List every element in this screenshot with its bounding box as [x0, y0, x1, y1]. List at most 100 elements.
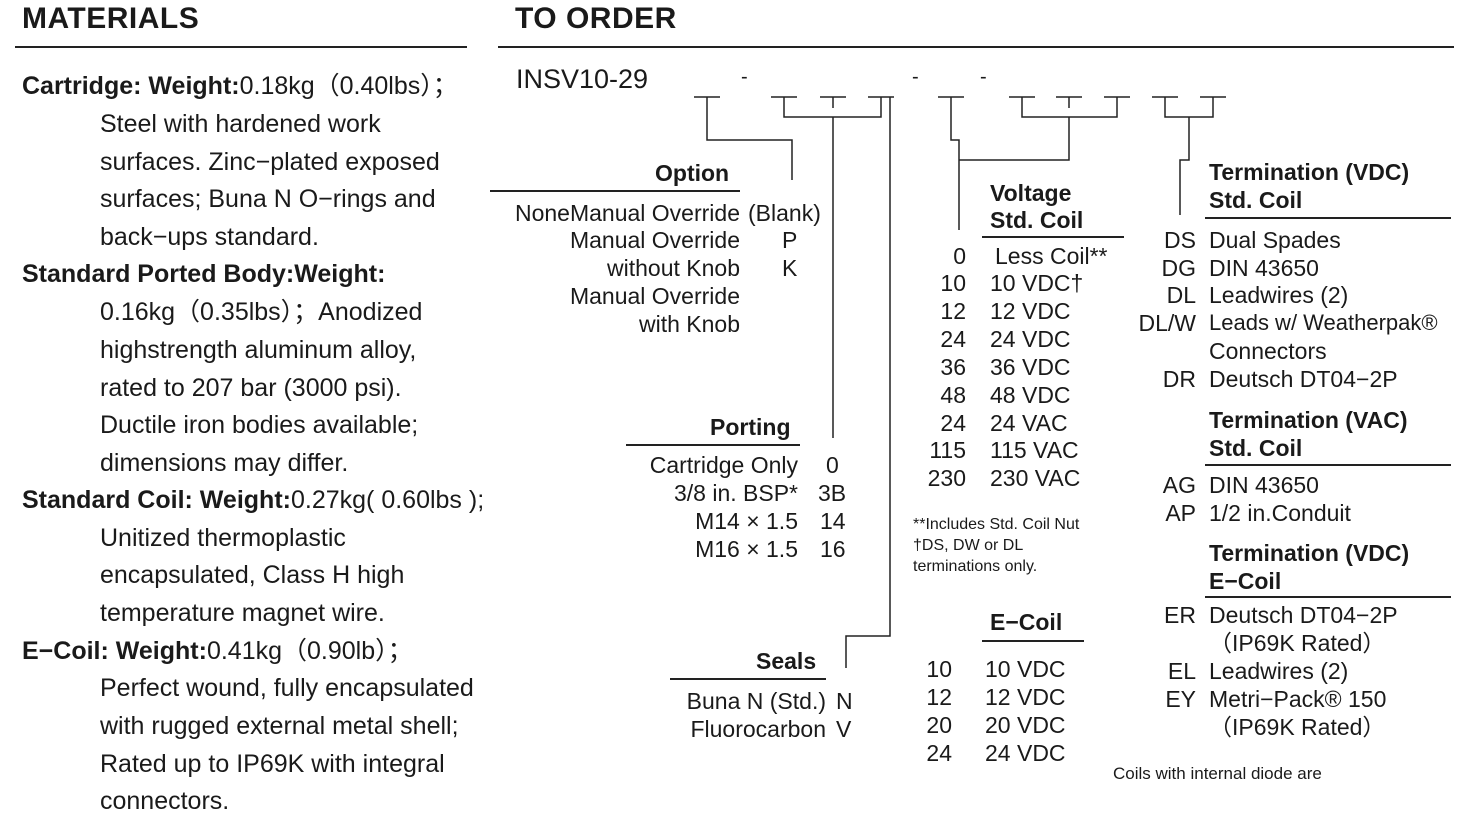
voltage-row-9-label: 230 VAC — [990, 465, 1081, 491]
voltage-row-7-code: 24 — [940, 410, 966, 436]
porting-row-2-code: 3B — [818, 480, 847, 506]
ecoil-line-2: with rugged external metal shell; — [100, 712, 459, 740]
porting-row-3-label: M14 × 1.5 — [695, 508, 798, 534]
term-vdc-ecoil-row-4-label: Metri−Pack® 150 — [1209, 686, 1387, 712]
voltage-row-5-label: 36 VDC — [990, 354, 1071, 380]
body-line-3: rated to 207 bar (3000 psi). — [100, 374, 402, 402]
term-vac-std-row-1-code: AG — [1162, 472, 1196, 498]
ecoil-row-3-label: 20 VDC — [985, 712, 1066, 738]
body-label: Standard Ported Body:Weight: — [22, 260, 386, 288]
option-rule — [490, 190, 740, 192]
term-vdc-ecoil-row-1-label: Deutsch DT04−2P — [1209, 602, 1398, 628]
voltage-row-1-label: Less Coil** — [995, 243, 1108, 269]
voltage-row-3-label: 12 VDC — [990, 298, 1071, 324]
term-vdc-ecoil-subtitle: E−Coil — [1209, 568, 1282, 594]
porting-title: Porting — [710, 414, 791, 440]
term-vdc-std-row-5-label: Connectors — [1209, 338, 1327, 364]
term-vdc-std-title: Termination (VDC) — [1209, 159, 1410, 185]
to-order-heading: TO ORDER — [515, 2, 677, 35]
term-vdc-ecoil-row-1-code: ER — [1164, 602, 1196, 628]
footer-note: Coils with internal diode are — [1113, 764, 1322, 783]
separator-dash-1: - — [741, 66, 748, 88]
option-row-2-label: Manual Override — [569, 227, 740, 253]
ecoil-row-4-code: 24 — [926, 740, 952, 766]
porting-row-3-code: 14 — [820, 508, 846, 534]
ecoil-row-2-label: 12 VDC — [985, 684, 1066, 710]
ecoil-row-1-label: 10 VDC — [985, 656, 1066, 682]
seals-row-2-code: V — [836, 716, 852, 742]
voltage-title: Voltage — [990, 180, 1072, 206]
voltage-row-9-code: 230 — [927, 465, 966, 491]
cartridge-line-3: surfaces; Buna N O−rings and — [100, 185, 436, 213]
term-vdc-std-row-2-code: DG — [1161, 255, 1197, 281]
term-vdc-std-row-6-label: Deutsch DT04−2P — [1209, 366, 1398, 392]
option-row-3-code: K — [782, 255, 798, 281]
option-row-1-label: NoneManual Override — [514, 200, 740, 226]
ecoil-label: E−Coil: Weight: — [22, 637, 207, 665]
option-title: Option — [655, 160, 730, 186]
porting-row-4-code: 16 — [820, 536, 846, 562]
porting-row-4-label: M16 × 1.5 — [695, 536, 798, 562]
cartridge-weight: 0.18kg（0.40lbs）； — [239, 72, 458, 100]
option-row-1-code: (Blank) — [748, 200, 821, 226]
ecoil-line-1: Perfect wound, fully encapsulated — [100, 674, 474, 702]
cartridge-line-4: back−ups standard. — [100, 223, 319, 251]
body-line-2: highstrength aluminum alloy, — [100, 336, 417, 364]
term-vdc-std-row-6-code: DR — [1162, 366, 1196, 392]
coil-line-3: temperature magnet wire. — [100, 599, 385, 627]
term-vdc-ecoil-row-3-code: EL — [1167, 658, 1196, 684]
separator-dash-2: - — [912, 66, 919, 88]
option-row-3-label: without Knob — [607, 255, 740, 281]
materials-divider — [15, 46, 467, 48]
voltage-note-3: terminations only. — [913, 558, 1038, 575]
voltage-row-4-label: 24 VDC — [990, 326, 1071, 352]
term-vdc-ecoil-row-2-label: （IP69K Rated） — [1209, 630, 1386, 656]
coil-line-1: Unitized thermoplastic — [100, 524, 346, 552]
term-vdc-std-row-1-code: DS — [1164, 227, 1196, 253]
cartridge-header: Cartridge: Weight:0.18kg（0.40lbs）； — [22, 67, 458, 105]
porting-rule — [626, 444, 800, 446]
term-vdc-std-row-1-label: Dual Spades — [1209, 227, 1341, 253]
coil-weight: 0.27kg( 0.60lbs ); — [290, 486, 485, 514]
ecoil-header: E−Coil: Weight:0.41kg（0.90lb）； — [22, 632, 413, 670]
porting-row-1-label: Cartridge Only — [649, 452, 798, 478]
coil-label: Standard Coil: Weight: — [22, 486, 291, 514]
coil-line-2: encapsulated, Class H high — [100, 561, 405, 589]
separator-dash-3: - — [980, 66, 987, 88]
term-vac-std-row-2-label: 1/2 in.Conduit — [1209, 500, 1351, 526]
ecoil-line-3: Rated up to IP69K with integral — [100, 750, 445, 778]
voltage-row-6-label: 48 VDC — [990, 382, 1071, 408]
model-code: INSV10-29 — [516, 64, 649, 94]
voltage-row-2-code: 10 — [940, 270, 966, 296]
term-vdc-std-row-2-label: DIN 43650 — [1209, 255, 1319, 281]
seals-row-2-label: Fluorocarbon — [690, 716, 826, 742]
voltage-row-3-code: 12 — [940, 298, 966, 324]
to-order-divider — [498, 46, 1454, 48]
term-vdc-std-row-4-label: Leads w/ Weatherpak® — [1209, 310, 1438, 335]
materials-heading: MATERIALS — [22, 2, 200, 35]
term-vdc-ecoil-row-5-label: （IP69K Rated） — [1209, 714, 1386, 740]
ecoil-weight: 0.41kg（0.90lb）； — [206, 637, 413, 665]
term-vac-std-row-2-code: AP — [1165, 500, 1196, 526]
ecoil-line-4: connectors. — [100, 787, 230, 815]
porting-row-1-code: 0 — [826, 452, 839, 478]
ecoil-row-3-code: 20 — [926, 712, 952, 738]
seals-rule — [670, 678, 826, 680]
option-row-4-label: Manual Override — [569, 283, 740, 309]
term-vdc-ecoil-title: Termination (VDC) — [1209, 540, 1410, 566]
body-line-4: Ductile iron bodies available; — [100, 411, 419, 439]
term-vdc-std-rule — [1205, 217, 1451, 219]
voltage-note-1: **Includes Std. Coil Nut — [913, 516, 1080, 533]
body-header: Standard Ported Body:Weight: — [22, 255, 385, 293]
body-line-1: 0.16kg（0.35lbs）；Anodized — [100, 298, 423, 326]
ecoil-rule — [982, 640, 1084, 642]
term-vac-std-subtitle: Std. Coil — [1209, 435, 1303, 461]
term-vdc-ecoil-row-3-label: Leadwires (2) — [1209, 658, 1349, 684]
option-row-5-label: with Knob — [638, 311, 740, 337]
seals-title: Seals — [756, 648, 817, 674]
voltage-rule — [982, 236, 1124, 238]
voltage-row-8-label: 115 VAC — [990, 437, 1079, 463]
term-vdc-ecoil-rule — [1205, 596, 1451, 598]
coil-header: Standard Coil: Weight:0.27kg( 0.60lbs ); — [22, 481, 484, 519]
term-vdc-std-row-4-code: DL/W — [1138, 310, 1197, 336]
